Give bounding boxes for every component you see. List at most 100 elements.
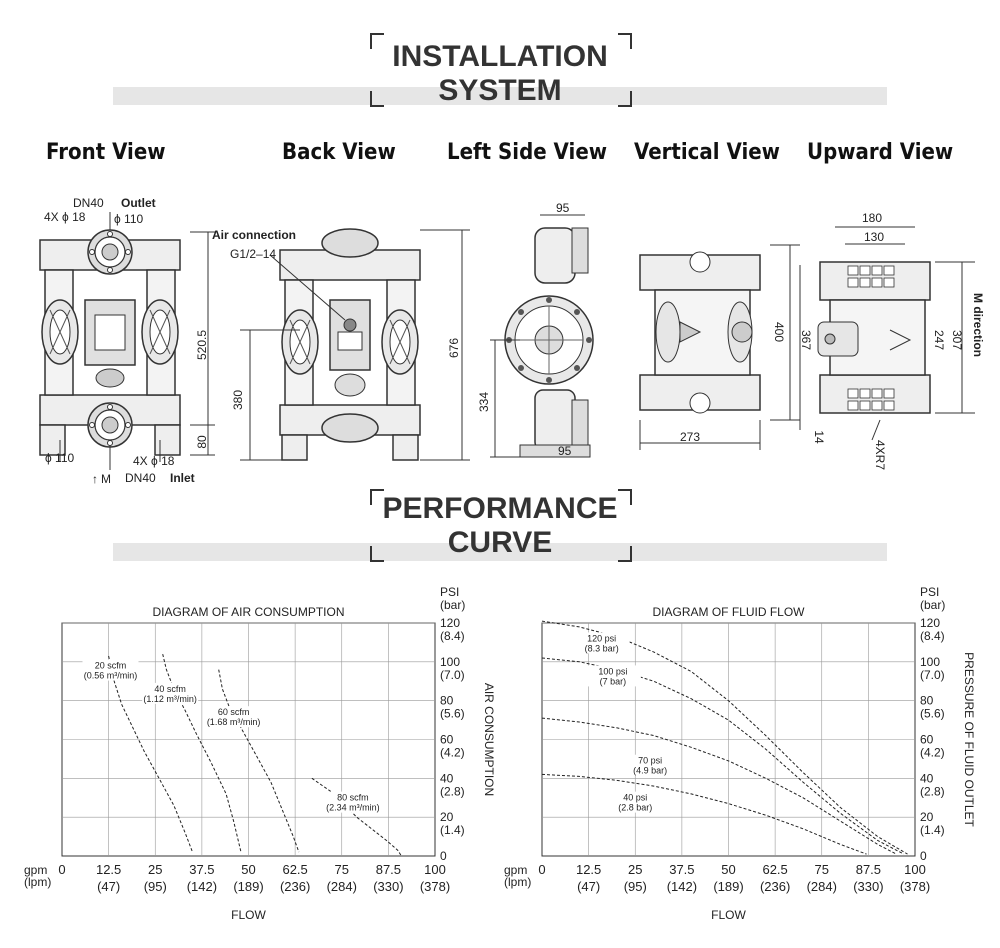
series-label-bg xyxy=(142,682,199,704)
series-label: 40 scfm xyxy=(154,684,186,694)
y-tick-bar-label: (2.8) xyxy=(920,784,945,798)
title-bracket xyxy=(370,91,384,107)
series-label: 70 psi xyxy=(638,756,662,766)
y-axis-label: AIR CONSUMPTION xyxy=(482,683,496,796)
series-line-2 xyxy=(541,657,905,855)
x-tick-label: 25 xyxy=(628,862,642,877)
y-tick-label: 20 xyxy=(920,810,934,824)
y-unit-bar: (bar) xyxy=(440,598,465,612)
x-tick-lpm-label: (47) xyxy=(577,879,600,894)
y-unit-psi: PSI xyxy=(440,585,459,599)
performance-title-line1: PERFORMANCE xyxy=(382,492,618,525)
x-tick-label: 100 xyxy=(904,862,926,877)
upward-width-inner: 130 xyxy=(864,230,884,244)
air-consumption-chart: DIAGRAM OF AIR CONSUMPTION 0 12.5 (47) 25 (95… xyxy=(24,585,496,922)
series-label-bg xyxy=(573,632,630,654)
series-label-bg xyxy=(622,754,679,776)
series-line-4 xyxy=(311,777,402,857)
upward-width-outer: 180 xyxy=(862,211,882,225)
y-tick-label: 20 xyxy=(440,810,454,824)
title-bracket xyxy=(618,91,632,107)
x-tick-lpm-label: (236) xyxy=(280,879,310,894)
front-dn40-outlet: DN40 xyxy=(73,196,104,210)
series-label-bg xyxy=(205,706,262,728)
left-side-view-title: Left Side View xyxy=(447,140,608,165)
back-height-total: 676 xyxy=(447,338,461,358)
y-tick-label: 80 xyxy=(440,694,454,708)
series-line-1 xyxy=(541,620,908,855)
installation-drawings: DN40 Outlet 4X ϕ 18 ϕ 110 520.5 80 ϕ 110… xyxy=(39,196,985,486)
front-holes-top: 4X ϕ 18 xyxy=(44,210,86,224)
x-tick-lpm-label: (95) xyxy=(144,879,167,894)
series-sublabel: (2.34 m³/min) xyxy=(326,803,380,813)
performance-title-line2: CURVE xyxy=(447,526,553,559)
x-tick-lpm-label: (142) xyxy=(667,879,697,894)
installation-title-line2: SYSTEM xyxy=(438,74,562,107)
x-tick-lpm-label: (284) xyxy=(327,879,357,894)
front-holes-bottom: 4X ϕ 18 xyxy=(133,454,175,468)
title-bracket xyxy=(370,489,384,505)
x-tick-lpm-label: (47) xyxy=(97,879,120,894)
x-tick-lpm-label: (284) xyxy=(807,879,837,894)
upward-view-title: Upward View xyxy=(807,140,954,165)
x-unit-lpm: (lpm) xyxy=(504,875,531,889)
x-unit-gpm: gpm xyxy=(24,863,47,877)
vertical-height: 400 xyxy=(772,322,786,342)
x-tick-label: 0 xyxy=(538,862,545,877)
x-tick-label: 0 xyxy=(58,862,65,877)
front-base-dim: 80 xyxy=(195,435,209,449)
x-tick-label: 12.5 xyxy=(96,862,121,877)
y-tick-label: 100 xyxy=(440,655,460,669)
upward-view-drawing xyxy=(799,226,975,441)
x-unit-gpm: gpm xyxy=(504,863,527,877)
x-tick-label: 62.5 xyxy=(282,862,307,877)
y-axis-label: PRESSURE OF FLUID OUTLET xyxy=(962,652,976,827)
y-tick-label: 120 xyxy=(920,616,940,630)
x-tick-lpm-label: (142) xyxy=(187,879,217,894)
x-tick-lpm-label: (236) xyxy=(760,879,790,894)
x-tick-label: 87.5 xyxy=(856,862,881,877)
x-unit-lpm: (lpm) xyxy=(24,875,51,889)
front-inlet-label: Inlet xyxy=(170,471,195,485)
title-bracket xyxy=(618,546,632,562)
series-line-2 xyxy=(162,653,242,853)
y-tick-bar-label: (7.0) xyxy=(440,668,465,682)
performance-header-band xyxy=(113,543,887,561)
series-line-3 xyxy=(541,717,897,855)
x-tick-label: 25 xyxy=(148,862,162,877)
x-tick-label: 50 xyxy=(721,862,735,877)
y-tick-label: 40 xyxy=(440,771,454,785)
x-tick-lpm-label: (330) xyxy=(853,879,883,894)
title-bracket xyxy=(618,33,632,49)
series-label-bg xyxy=(324,791,381,813)
vertical-height-outer: 367 xyxy=(799,330,813,350)
upward-m-direction: M direction xyxy=(971,293,985,357)
y-tick-bar-label: (8.4) xyxy=(920,629,945,643)
x-axis-label: FLOW xyxy=(711,908,746,922)
y-tick-label: 60 xyxy=(440,733,454,747)
y-tick-label: 60 xyxy=(920,733,934,747)
x-tick-label: 37.5 xyxy=(669,862,694,877)
x-tick-label: 50 xyxy=(241,862,255,877)
y-tick-bar-label: (1.4) xyxy=(440,823,465,837)
x-tick-label: 87.5 xyxy=(376,862,401,877)
x-tick-label: 100 xyxy=(424,862,446,877)
y-tick-bar-label: (7.0) xyxy=(920,668,945,682)
back-thread: G1/2–14 xyxy=(230,247,276,261)
series-sublabel: (8.3 bar) xyxy=(585,643,619,653)
front-view-drawing xyxy=(39,212,215,470)
front-height-dim: 520.5 xyxy=(195,330,209,360)
x-tick-label: 12.5 xyxy=(576,862,601,877)
upward-radius: 4XR7 xyxy=(873,440,887,470)
series-label: 40 psi xyxy=(623,793,647,803)
y-tick-bar-label: (1.4) xyxy=(920,823,945,837)
series-sublabel: (0.56 m³/min) xyxy=(84,671,138,681)
y-tick-bar-label: (5.6) xyxy=(920,707,945,721)
series-label: 60 scfm xyxy=(218,707,250,717)
x-tick-lpm-label: (378) xyxy=(900,879,930,894)
y-tick-bar-label: (8.4) xyxy=(440,629,465,643)
chart-title: DIAGRAM OF AIR CONSUMPTION xyxy=(152,605,344,619)
title-bracket xyxy=(370,546,384,562)
series-sublabel: (1.12 m³/min) xyxy=(143,694,197,704)
upward-height-outer: 307 xyxy=(950,330,964,350)
